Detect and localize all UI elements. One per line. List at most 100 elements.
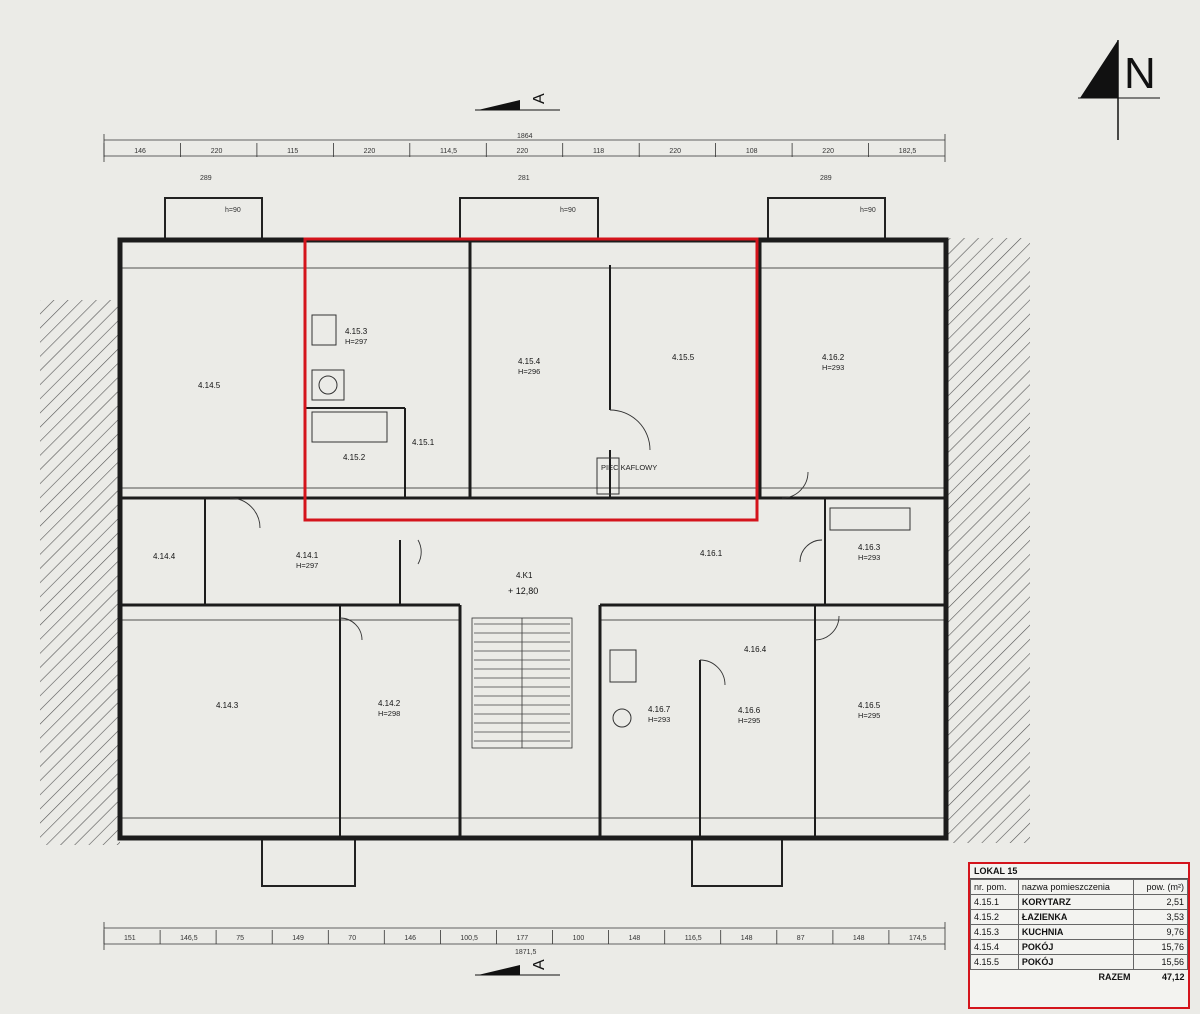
room-4-15-3-height: H=297 — [345, 337, 367, 346]
bottom-dim-3: 149 — [292, 935, 304, 942]
top-dim-0: 146 — [134, 148, 146, 155]
legend-total-value: 47,12 — [1161, 972, 1185, 982]
bottom-dim-7: 177 — [517, 935, 529, 942]
room-number: 4.15.5 — [970, 954, 1019, 970]
top-dim-4: 114,5 — [440, 148, 457, 155]
room-4-16-1-code: 4.16.1 — [700, 549, 723, 558]
tiled-stove-label: PIEC KAFLOWY — [601, 463, 657, 472]
dimension-lines — [103, 134, 946, 950]
balcony-height-2: h=90 — [560, 207, 576, 214]
overall-width-bottom: 1871,5 — [515, 949, 537, 956]
room-4-16-7-height: H=293 — [648, 715, 670, 724]
room-area: 15,76 — [1133, 939, 1188, 955]
balcony-width-1: 289 — [200, 175, 212, 182]
section-label-bottom: A — [531, 959, 548, 970]
room-4-15-4-height: H=296 — [518, 367, 540, 376]
staircase — [471, 617, 573, 749]
north-label: N — [1124, 49, 1156, 98]
top-dim-1: 220 — [211, 148, 223, 155]
bottom-dim-12: 87 — [797, 935, 805, 942]
fixtures — [311, 314, 911, 728]
bottom-dim-6: 100,5 — [460, 935, 478, 942]
top-dim-9: 220 — [822, 148, 834, 155]
legend-header-row: nr. pom. nazwa pomieszczenia pow. (m²) — [970, 879, 1188, 895]
room-4-16-3-height: H=293 — [858, 553, 880, 562]
overall-width-top: 1864 — [517, 133, 533, 140]
bottom-dim-9: 148 — [629, 935, 641, 942]
table-row: 4.15.1 KORYTARZ 2,51 — [970, 894, 1188, 910]
room-name: ŁAZIENKA — [1017, 909, 1135, 925]
stair-level: + 12,80 — [508, 586, 538, 596]
room-4-16-4-code: 4.16.4 — [744, 645, 767, 654]
room-4-14-2-code: 4.14.2 — [378, 699, 401, 708]
bottom-dim-4: 70 — [348, 935, 356, 942]
balcony-height-3: h=90 — [860, 207, 876, 214]
room-labels: 4.15.3 H=297 4.15.4 H=296 4.15.5 4.15.2 … — [153, 327, 881, 725]
bottom-dim-1: 146,5 — [180, 935, 198, 942]
room-4-k1-code: 4.K1 — [516, 571, 533, 580]
room-4-14-1-height: H=297 — [296, 561, 318, 570]
balcony-width-2: 281 — [518, 175, 530, 182]
room-4-16-2-code: 4.16.2 — [822, 353, 845, 362]
bottom-dim-14: 174,5 — [909, 935, 927, 942]
room-number: 4.15.1 — [970, 894, 1019, 910]
room-area: 9,76 — [1133, 924, 1188, 940]
room-4-15-4-code: 4.15.4 — [518, 357, 541, 366]
room-4-16-6-height: H=295 — [738, 716, 760, 725]
neighbour-wall-right — [948, 238, 1030, 843]
table-row: 4.15.4 POKÓJ 15,76 — [970, 939, 1188, 955]
top-dim-5: 220 — [517, 148, 529, 155]
stair-steps — [474, 623, 570, 742]
room-name: POKÓJ — [1017, 939, 1135, 955]
legend-col-area: pow. (m²) — [1133, 879, 1188, 895]
room-4-14-1-code: 4.14.1 — [296, 551, 319, 560]
room-number: 4.15.2 — [970, 909, 1019, 925]
room-4-16-5-code: 4.16.5 — [858, 701, 881, 710]
room-4-16-3-code: 4.16.3 — [858, 543, 881, 552]
table-row: 4.15.3 KUCHNIA 9,76 — [970, 924, 1188, 940]
door-swings — [229, 409, 840, 686]
room-4-16-7-code: 4.16.7 — [648, 705, 671, 714]
room-4-14-3-code: 4.14.3 — [216, 701, 239, 710]
room-4-16-5-height: H=295 — [858, 711, 880, 720]
balconies-top — [164, 197, 886, 887]
bottom-dim-11: 148 — [741, 935, 753, 942]
room-area: 3,53 — [1133, 909, 1188, 925]
table-row: 4.15.2 ŁAZIENKA 3,53 — [970, 909, 1188, 925]
room-4-14-4-code: 4.14.4 — [153, 552, 176, 561]
room-area: 15,56 — [1133, 954, 1188, 970]
legend-title: LOKAL 15 — [970, 864, 1188, 879]
table-row: 4.15.5 POKÓJ 15,56 — [970, 954, 1188, 970]
legend-total-row: RAZEM 47,12 — [971, 970, 1188, 985]
room-number: 4.15.4 — [970, 939, 1019, 955]
section-marker-bottom: A — [475, 959, 560, 976]
legend-total-label: RAZEM — [1098, 972, 1131, 982]
bottom-dim-10: 116,5 — [685, 935, 702, 942]
section-label-top: A — [531, 93, 548, 104]
bottom-dim-13: 148 — [853, 935, 865, 942]
top-dim-3: 220 — [364, 148, 376, 155]
bottom-dim-2: 75 — [236, 935, 244, 942]
room-name: POKÓJ — [1017, 954, 1135, 970]
room-4-15-2-code: 4.15.2 — [343, 453, 366, 462]
apartment-15-highlight — [303, 237, 759, 522]
room-4-16-2-height: H=293 — [822, 363, 844, 372]
top-dim-6: 118 — [593, 148, 604, 155]
bottom-dim-8: 100 — [573, 935, 585, 942]
room-4-15-3-code: 4.15.3 — [345, 327, 368, 336]
room-name: KUCHNIA — [1017, 924, 1135, 940]
legend-col-name: nazwa pomieszczenia — [1017, 879, 1135, 895]
room-4-15-5-code: 4.15.5 — [672, 353, 695, 362]
bottom-dim-5: 146 — [404, 935, 416, 942]
north-arrow: N — [1078, 40, 1160, 140]
neighbour-wall-left — [40, 300, 120, 845]
balcony-height-1: h=90 — [225, 207, 241, 214]
section-marker-top: A — [475, 93, 560, 111]
room-name: KORYTARZ — [1017, 894, 1135, 910]
legend-grid: nr. pom. nazwa pomieszczenia pow. (m²) 4… — [970, 879, 1188, 984]
legend-col-nr: nr. pom. — [970, 879, 1019, 895]
bottom-dim-0: 151 — [124, 935, 136, 942]
